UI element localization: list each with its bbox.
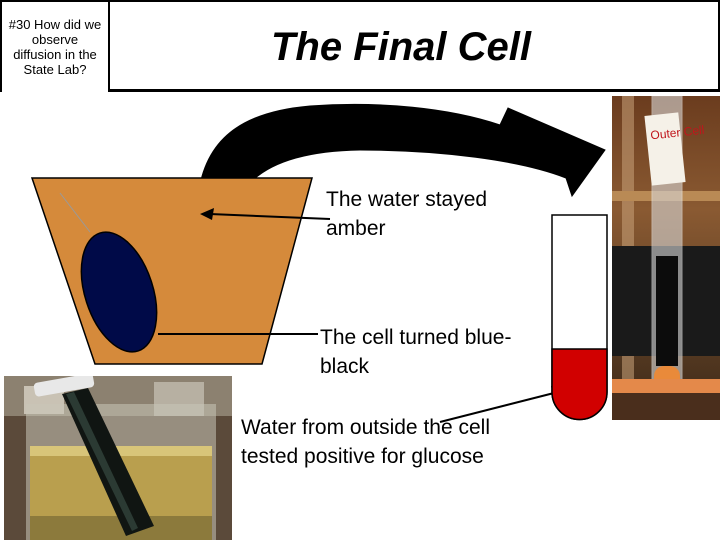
question-text: #30 How did we observe diffusion in the …: [8, 17, 102, 77]
transfer-arrow: [197, 103, 606, 198]
annotation-cell: The cell turned blue-black: [320, 326, 512, 378]
test-tube-liquid: [551, 348, 608, 421]
water-pointer-head: [200, 208, 214, 220]
title-area: The Final Cell: [110, 2, 720, 92]
lab-photo-right: Outer Cell: [612, 96, 720, 420]
lab-photo-left: [4, 376, 232, 540]
slide-title: The Final Cell: [270, 24, 532, 69]
annotation-glucose: Water from outside the cell tested posit…: [241, 416, 490, 468]
glucose-pointer-line: [439, 392, 555, 423]
slide-header: #30 How did we observe diffusion in the …: [0, 0, 720, 92]
tube-label-text: Outer Cell: [650, 123, 705, 143]
question-box: #30 How did we observe diffusion in the …: [2, 2, 110, 92]
annotation-water: The water stayed amber: [326, 188, 488, 240]
beaker: [30, 177, 313, 365]
water-pointer-line: [209, 213, 331, 220]
dialysis-cell: [80, 231, 158, 353]
beaker-inner-edge: [59, 192, 91, 233]
